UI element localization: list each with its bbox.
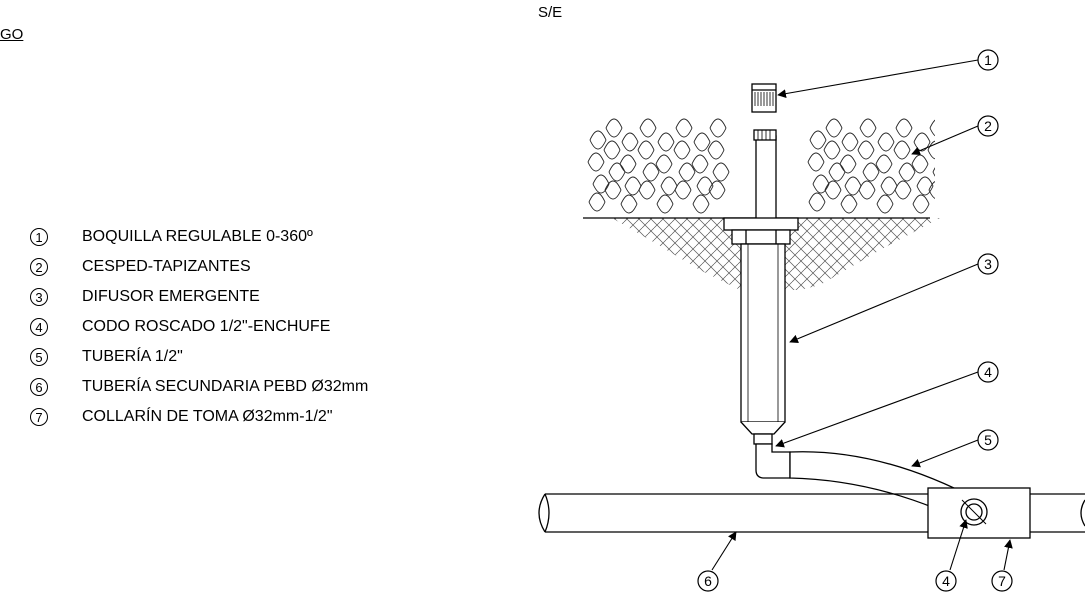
title-fragment: GO [0,26,24,43]
legend-item: 7 COLLARÍN DE TOMA Ø32mm-1/2" [30,402,368,432]
tapping-saddle [927,487,1031,539]
legend-text: CESPED-TAPIZANTES [82,258,251,275]
legend-item: 5 TUBERÍA 1/2" [30,342,368,372]
legend-text: DIFUSOR EMERGENTE [82,288,260,305]
legend-number: 3 [30,288,48,306]
callout-number: 5 [984,432,992,448]
legend-item: 2 CESPED-TAPIZANTES [30,252,368,282]
legend: 1 BOQUILLA REGULABLE 0-360º 2 CESPED-TAPIZ… [30,222,368,432]
sprinkler-body [723,83,799,445]
grass-left [587,118,730,214]
main-pipe [538,493,1085,533]
legend-item: 4 CODO ROSCADO 1/2"-ENCHUFE [30,312,368,342]
legend-text: CODO ROSCADO 1/2"-ENCHUFE [82,318,331,335]
legend-number: 4 [30,318,48,336]
legend-item: 3 DIFUSOR EMERGENTE [30,282,368,312]
legend-number: 1 [30,228,48,246]
callout-number: 4 [984,364,992,380]
callout-3: 3 [977,253,999,275]
callout-4-upper: 4 [977,361,999,383]
callout-6: 6 [697,570,719,592]
callout-leaders [711,59,1013,571]
legend-text: COLLARÍN DE TOMA Ø32mm-1/2" [82,408,333,425]
legend-number: 2 [30,258,48,276]
legend-item: 6 TUBERÍA SECUNDARIA PEBD Ø32mm [30,372,368,402]
callout-5: 5 [977,429,999,451]
legend-item: 1 BOQUILLA REGULABLE 0-360º [30,222,368,252]
callout-number: 4 [942,573,950,589]
callout-number: 1 [984,52,992,68]
legend-text: TUBERÍA 1/2" [82,348,183,365]
legend-text: BOQUILLA REGULABLE 0-360º [82,228,313,245]
scale-label: S/E [538,4,563,21]
callout-4-lower: 4 [935,570,957,592]
callout-1: 1 [977,49,999,71]
callout-number: 3 [984,256,992,272]
legend-number: 6 [30,378,48,396]
legend-number: 7 [30,408,48,426]
callout-7: 7 [991,570,1013,592]
callout-number: 6 [704,573,712,589]
legend-text: TUBERÍA SECUNDARIA PEBD Ø32mm [82,378,369,395]
legend-number: 5 [30,348,48,366]
grass-right [807,118,950,214]
callout-2: 2 [977,115,999,137]
callout-number: 7 [998,573,1006,589]
callout-number: 2 [984,118,992,134]
